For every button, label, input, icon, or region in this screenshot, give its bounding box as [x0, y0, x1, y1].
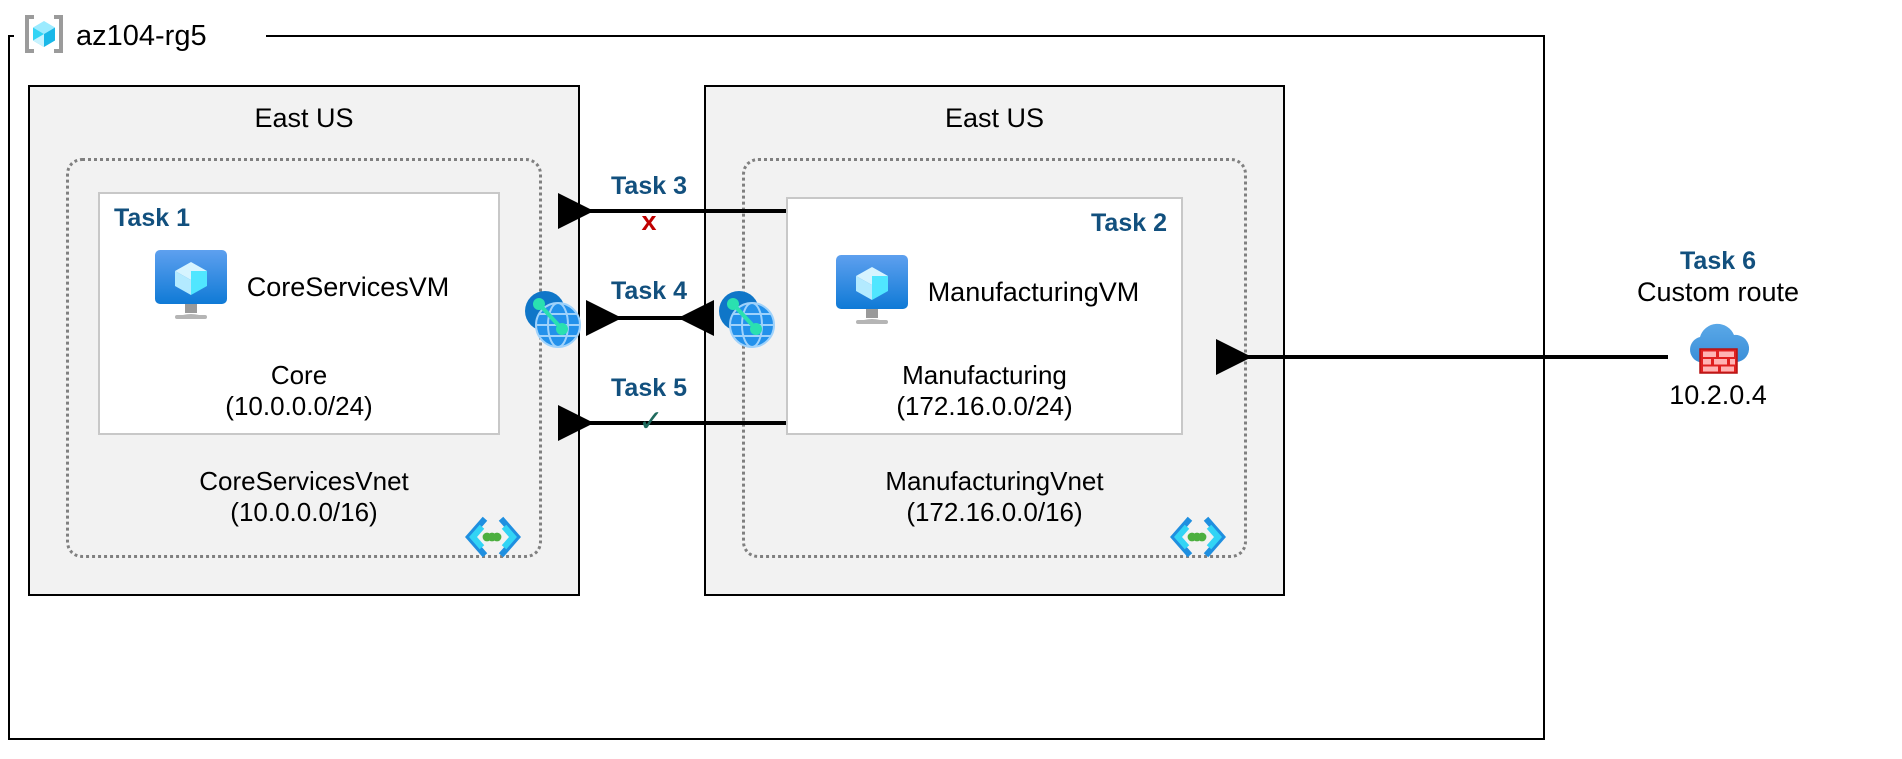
resource-group-name: az104-rg5	[76, 19, 207, 52]
vnet-range-manufacturing: (172.16.0.0/16)	[906, 497, 1083, 528]
virtual-network-icon	[463, 515, 523, 559]
vnet-range-core: (10.0.0.0/16)	[230, 497, 378, 528]
subnet-core: Task 1	[98, 192, 500, 435]
vnet-label-core: CoreServicesVnet (10.0.0.0/16)	[69, 466, 539, 529]
task-2-tag: Task 2	[1091, 209, 1167, 237]
subnet-name-core: Core	[270, 359, 328, 390]
region-label-right: East US	[944, 103, 1045, 133]
virtual-machine-icon	[149, 248, 233, 327]
vnet-label-manufacturing: ManufacturingVnet (172.16.0.0/16)	[745, 466, 1244, 529]
subnet-name-manufacturing: Manufacturing	[902, 359, 1067, 390]
vm-row-core: CoreServicesVM	[100, 248, 498, 327]
resource-group-title-gap	[14, 20, 266, 54]
subnet-label-core: Core (10.0.0.0/24)	[100, 360, 498, 423]
azure-resource-group-icon	[20, 10, 68, 63]
virtual-network-icon	[1168, 515, 1228, 559]
subnet-manufacturing: Task 2	[786, 197, 1183, 435]
task-6-label: Task 6	[1680, 247, 1756, 275]
task-5-label: Task 5	[611, 374, 687, 402]
task-6-block: Task 6 Custom route	[1620, 246, 1816, 411]
task-3-fail-mark: x	[641, 206, 657, 236]
vnet-coreservicesvnet: CoreServicesVnet (10.0.0.0/16)	[66, 158, 542, 558]
vnet-peering-icon	[712, 283, 784, 355]
region-label-left: East US	[254, 103, 354, 133]
vnet-name-manufacturing: ManufacturingVnet	[885, 465, 1104, 496]
firewall-icon	[1675, 316, 1761, 378]
resource-group-title: az104-rg5	[20, 12, 207, 60]
subnet-label-manufacturing: Manufacturing (172.16.0.0/24)	[788, 360, 1181, 423]
subnet-range-manufacturing: (172.16.0.0/24)	[896, 391, 1073, 422]
vnet-name-core: CoreServicesVnet	[199, 465, 409, 496]
resource-group-boundary	[8, 35, 1545, 740]
vm-name-manufacturing: ManufacturingVM	[927, 277, 1140, 307]
vm-row-manufacturing: ManufacturingVM	[788, 253, 1181, 332]
firewall-ip-address: 10.2.0.4	[1669, 379, 1767, 410]
task-4-label: Task 4	[611, 277, 687, 305]
task-6-subtitle: Custom route	[1636, 277, 1800, 307]
vnet-peering-icon	[518, 283, 590, 355]
task-5-pass-mark: ✓	[638, 405, 664, 438]
task-3-label: Task 3	[611, 172, 687, 200]
virtual-machine-icon	[830, 253, 914, 332]
subnet-range-core: (10.0.0.0/24)	[225, 391, 373, 422]
vm-name-core: CoreServicesVM	[246, 272, 450, 302]
task-1-tag: Task 1	[114, 204, 190, 232]
